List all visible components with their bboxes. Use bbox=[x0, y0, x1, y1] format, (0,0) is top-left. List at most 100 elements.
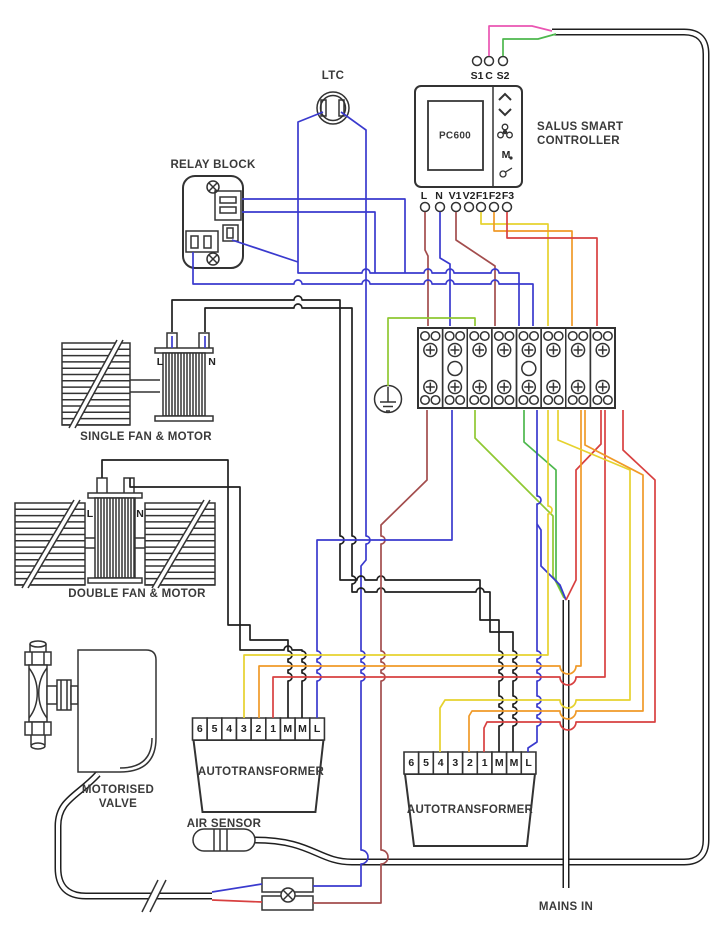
valve-label-2: VALVE bbox=[98, 798, 138, 810]
strip-screw-icon bbox=[572, 344, 585, 357]
strip-screw-icon bbox=[596, 381, 609, 394]
strip-screw-icon bbox=[522, 344, 535, 357]
strip-screw-icon bbox=[473, 344, 486, 357]
double-motor-n-label: N bbox=[136, 508, 144, 520]
relay-upper-wire-1 bbox=[242, 199, 405, 273]
autotransformers bbox=[193, 718, 536, 846]
valve-red-conductor bbox=[212, 900, 262, 902]
ltc-connector bbox=[317, 92, 349, 124]
autotransformer-1-terminal-label: M bbox=[283, 723, 293, 735]
mains-label: MAINS IN bbox=[538, 901, 594, 913]
strip7-to-at1-2 bbox=[259, 410, 581, 718]
double-fan-motor bbox=[15, 478, 215, 588]
single-motor-n-to-at2-m2 bbox=[205, 304, 517, 752]
strip-screw-icon bbox=[424, 381, 437, 394]
controller-bottom-terminal-label: N bbox=[435, 190, 443, 202]
motorised-valve bbox=[25, 641, 156, 772]
salus-controller bbox=[415, 57, 522, 212]
relay-block bbox=[183, 176, 243, 268]
autotransformer-2-terminal-label: 1 bbox=[481, 757, 488, 769]
strip-screw-icon bbox=[473, 381, 486, 394]
double-fan-label: DOUBLE FAN & MOTOR bbox=[68, 588, 206, 600]
controller-top-terminal-label: S1 bbox=[470, 70, 484, 82]
cable-layer bbox=[58, 32, 706, 896]
autotransformer-1-terminal-label: 5 bbox=[211, 723, 218, 735]
n-wire bbox=[440, 212, 450, 326]
controller-bottom-terminal-label: F3 bbox=[501, 190, 515, 202]
strip-screw-icon bbox=[448, 381, 461, 394]
l-wire bbox=[425, 212, 428, 326]
autotransformer-1-terminal-label: 3 bbox=[240, 723, 247, 735]
f2-wire bbox=[494, 212, 572, 326]
autotransformer-1-terminal-label: 2 bbox=[255, 723, 262, 735]
relay-upper-wire-2 bbox=[242, 212, 375, 273]
controller-bottom-terminal-label: V2 bbox=[462, 190, 476, 202]
earth-symbol-icon bbox=[375, 386, 402, 413]
component-layer bbox=[15, 57, 615, 913]
valve-label-1: MOTORISED bbox=[81, 784, 155, 796]
sensor-connector-blocks bbox=[262, 878, 313, 910]
autotransformer-1-terminal-label: 4 bbox=[226, 723, 233, 735]
strip-screw-icon bbox=[596, 344, 609, 357]
autotransformer-2-terminal-label: 3 bbox=[452, 757, 459, 769]
controller-top-terminal-label: S2 bbox=[496, 70, 510, 82]
strip1-to-bottom-connector bbox=[313, 410, 427, 903]
cable-break-icon bbox=[142, 880, 166, 912]
double-motor-l-to-at1-m1 bbox=[102, 460, 292, 718]
strip-screw-icon bbox=[522, 381, 535, 394]
autotransformer-1-terminal-label: 1 bbox=[270, 723, 277, 735]
autotransformer-2-terminal-label: M bbox=[509, 757, 519, 769]
controller-label-1: SALUS SMART bbox=[537, 121, 624, 133]
mode-icon bbox=[509, 156, 513, 160]
autotransformer-2-terminal-label: 5 bbox=[423, 757, 429, 769]
controller-bottom-terminal-label: F1 bbox=[475, 190, 489, 202]
air-sensor-probe bbox=[193, 829, 255, 851]
air-sensor-label: AIR SENSOR bbox=[186, 818, 262, 830]
fan-icon bbox=[498, 124, 513, 138]
controller-model: PC600 bbox=[438, 130, 472, 142]
single-fan-motor bbox=[62, 333, 213, 428]
autotransformer-1-terminal-label: 6 bbox=[196, 723, 203, 735]
autotransformer1-label: AUTOTRANSFORMER bbox=[197, 766, 325, 778]
valve-icon bbox=[500, 168, 512, 177]
terminal-s2 bbox=[499, 57, 508, 66]
autotransformer-1-terminal-label: L bbox=[313, 723, 321, 735]
autotransformer-2-terminal-label: L bbox=[525, 757, 532, 769]
relay-lower-wire bbox=[232, 240, 298, 262]
relay-screw-icon bbox=[207, 181, 219, 193]
mains-neutral-conductor bbox=[537, 524, 566, 600]
mains-earth-conductor bbox=[524, 410, 566, 600]
s2-terminal-wire bbox=[503, 34, 556, 56]
controller-bottom-terminal-label: F2 bbox=[488, 190, 502, 202]
strip7-to-at2-4 bbox=[440, 410, 630, 752]
relay-block-label: RELAY BLOCK bbox=[170, 159, 256, 171]
strip-screw-icon bbox=[547, 344, 560, 357]
strip-screw-icon bbox=[448, 344, 461, 357]
strip6-to-at2-l bbox=[528, 410, 541, 752]
strip-screw-icon bbox=[547, 381, 560, 394]
terminal-s1 bbox=[473, 57, 482, 66]
double-motor-n-to-at1-m2 bbox=[130, 478, 306, 718]
mains-live-conductor bbox=[566, 410, 601, 600]
autotransformer-1-terminal-label: M bbox=[298, 723, 307, 735]
relay-bottom-bus bbox=[193, 252, 533, 326]
c-terminal-wire bbox=[489, 26, 552, 56]
chevron-up-icon bbox=[499, 94, 511, 100]
autotransformer-2-terminal-label: M bbox=[494, 757, 504, 769]
strip-screw-icon bbox=[572, 381, 585, 394]
controller-top-terminal-label: C bbox=[485, 70, 493, 82]
single-motor-n-label: N bbox=[208, 356, 216, 368]
terminal-strip bbox=[418, 328, 615, 408]
relay-screw-icon bbox=[207, 253, 219, 265]
v1-wire bbox=[456, 212, 495, 326]
single-motor-l-label: L bbox=[156, 356, 164, 368]
double-motor-l-label: L bbox=[86, 508, 94, 520]
f1-wire bbox=[481, 212, 548, 326]
controller-bottom-terminal-label: V1 bbox=[448, 190, 462, 202]
strip-screw-icon bbox=[498, 381, 511, 394]
f3-wire bbox=[507, 212, 597, 326]
valve-blue-conductor bbox=[212, 884, 262, 892]
controller-bottom-terminal-label: L bbox=[420, 190, 428, 202]
